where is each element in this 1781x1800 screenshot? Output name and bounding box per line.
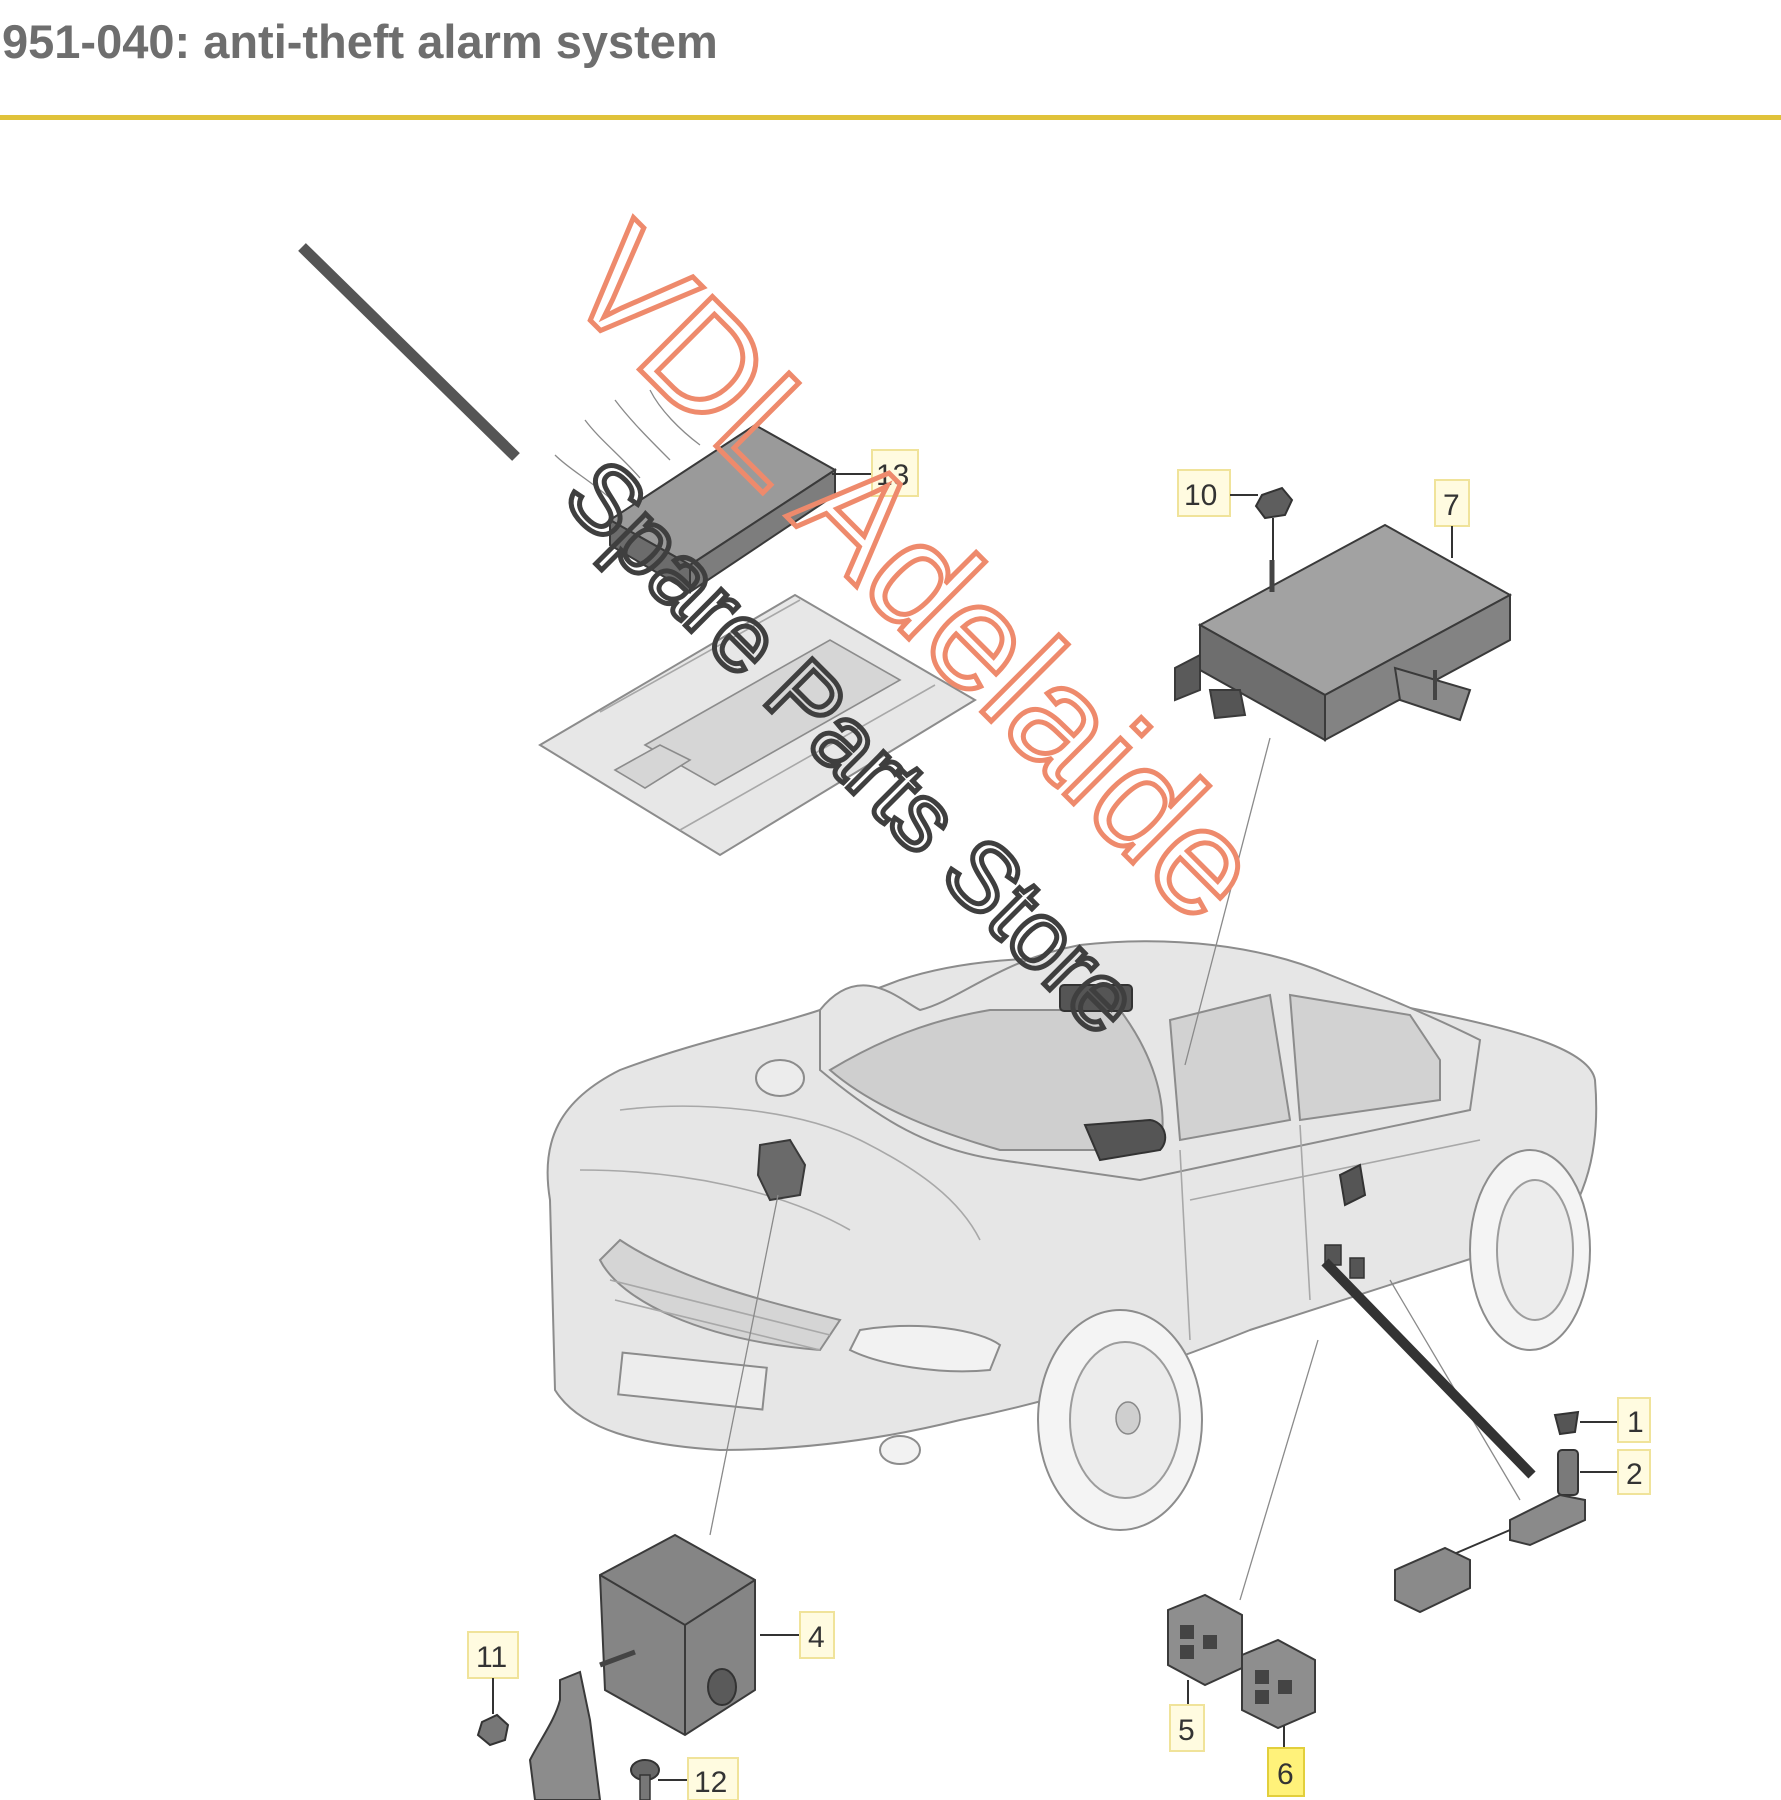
- page-title: 951-040: anti-theft alarm system: [2, 15, 718, 68]
- callout-2-label: 2: [1626, 1458, 1643, 1491]
- callout-10-label: 10: [1184, 479, 1217, 512]
- callout-6-label: 6: [1277, 1758, 1294, 1791]
- part-5-button: [1167, 1593, 1243, 1687]
- mounting-bracket: [528, 1670, 602, 1800]
- part-1-clip: [1553, 1410, 1580, 1436]
- callout-11: 11: [467, 1631, 519, 1714]
- callout-12-label: 12: [694, 1766, 727, 1799]
- part-10-nut: [1254, 486, 1294, 520]
- callout-13: 13: [832, 449, 919, 497]
- callout-13-label: 13: [876, 459, 909, 492]
- watermark: VDL Adelaide Spare Parts Store: [535, 191, 1298, 1057]
- callout-1: 1: [1580, 1397, 1651, 1443]
- title-divider: [0, 115, 1781, 120]
- callout-10: 10: [1177, 469, 1274, 560]
- part-6-button: [1241, 1638, 1316, 1730]
- callout-7: 7: [1434, 479, 1470, 558]
- callout-5: 5: [1169, 1680, 1205, 1752]
- part-13-control-unit: [554, 389, 837, 594]
- part-11-nut: [476, 1713, 510, 1747]
- callout-1-label: 1: [1627, 1406, 1644, 1439]
- part-4-siren: [598, 1533, 756, 1737]
- callout-4: 4: [760, 1611, 835, 1659]
- decorative-bar: [298, 243, 520, 461]
- reference-lines: [709, 737, 1536, 1601]
- callout-11-label: 11: [476, 1641, 507, 1674]
- part-7-module: [1174, 523, 1513, 742]
- callout-6: 6: [1267, 1726, 1305, 1797]
- callout-12: 12: [658, 1757, 739, 1800]
- callout-2: 2: [1580, 1449, 1651, 1495]
- keypad-mat: [538, 593, 977, 857]
- part-12-bolt: [630, 1759, 660, 1800]
- car-illustration: [546, 940, 1598, 1531]
- callout-4-label: 4: [808, 1621, 825, 1654]
- callout-7-label: 7: [1443, 489, 1460, 522]
- part-2-sensor: [1394, 1449, 1586, 1614]
- callout-5-label: 5: [1178, 1714, 1195, 1747]
